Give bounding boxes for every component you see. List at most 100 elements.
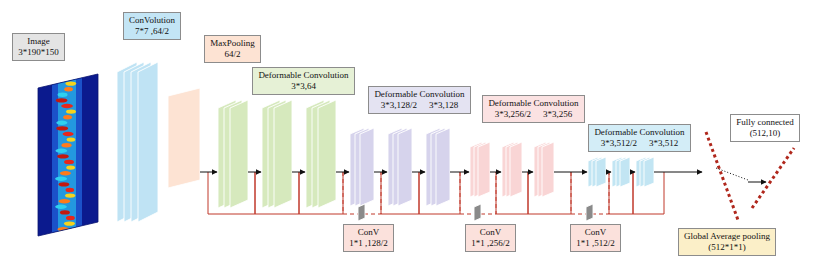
flow-line xyxy=(630,172,633,173)
flow-arrow xyxy=(381,172,387,173)
flow-arrow xyxy=(528,172,533,173)
flow-arrow xyxy=(496,172,501,173)
layer-label: ConVolution7*7 ,64/2 xyxy=(123,12,181,40)
identity-shortcut xyxy=(299,172,343,214)
feature-map xyxy=(644,157,654,187)
heatmap-spot xyxy=(60,210,70,214)
layer-params: 3*3,128 xyxy=(429,100,458,111)
layer-stacks xyxy=(117,62,654,222)
layer-name: MaxPooling xyxy=(210,38,255,49)
input-heatmap xyxy=(38,70,100,240)
heatmap-spot xyxy=(65,81,76,85)
layer-params: 3*190*150 xyxy=(18,47,59,58)
label-row: 3*3,256/2 3*3,256 xyxy=(487,109,580,120)
layer-label: Global Average pooling(512*1*1) xyxy=(678,228,776,256)
label-row: ConV xyxy=(575,227,616,238)
heatmap-spot xyxy=(61,104,73,108)
wires xyxy=(200,132,794,221)
layer-name: Deformable Convolution xyxy=(488,98,578,109)
label-row: (512*1*1) xyxy=(683,242,771,253)
flow-arrow xyxy=(609,172,611,173)
heatmap-spot xyxy=(66,216,75,220)
layer-name: Deformable Convolution xyxy=(594,127,684,138)
flow-arrow xyxy=(419,172,425,173)
heatmap-spot xyxy=(55,205,67,209)
flow-line xyxy=(412,172,419,173)
layer-label: Deformable Convolution3*3,512/2 3*3,512 xyxy=(588,124,691,152)
flow-line xyxy=(450,172,460,173)
layer-params: 1*1 ,128/2 xyxy=(349,238,388,249)
heatmap-frame xyxy=(38,74,98,236)
flow-arrow xyxy=(633,172,635,173)
feature-map xyxy=(474,204,481,221)
label-row: 1*1 ,256/2 xyxy=(470,238,511,249)
flow-arrow xyxy=(748,182,766,183)
label-row: ConV xyxy=(348,227,389,238)
heatmap-spot xyxy=(57,154,69,158)
feature-map xyxy=(398,128,412,206)
identity-shortcut xyxy=(381,172,419,214)
flow-arrow xyxy=(571,172,587,173)
heatmap-spot xyxy=(63,115,72,119)
flow-arrow xyxy=(200,172,217,173)
heatmap-spot xyxy=(67,137,76,141)
feature-map xyxy=(230,100,248,208)
feature-map xyxy=(138,62,158,222)
heatmap-spot xyxy=(55,149,67,153)
identity-shortcut xyxy=(496,172,528,214)
flow-line xyxy=(248,172,255,173)
layer-params: 3*3,256/2 xyxy=(495,109,531,120)
label-row: Global Average pooling xyxy=(683,231,771,242)
layer-params: 3*3,512/2 xyxy=(601,138,637,149)
layer-name: ConV xyxy=(480,227,502,238)
input-label: Image3*190*150 xyxy=(12,33,65,61)
heatmap-spot xyxy=(64,87,73,91)
layer-name: Fully connected xyxy=(736,117,794,128)
feature-map xyxy=(436,128,450,206)
heatmap-spot xyxy=(65,193,75,197)
heatmap-spot xyxy=(58,182,69,186)
label-row: 3*3,128/2 3*3,128 xyxy=(373,100,466,111)
identity-shortcut xyxy=(255,172,299,214)
flow-arrow xyxy=(460,172,469,173)
layer-label: Deformable Convolution3*3,64 xyxy=(252,67,355,95)
shortcut-conv xyxy=(474,204,481,221)
label-row: Deformable Convolution xyxy=(487,98,580,109)
heatmap-spot xyxy=(64,160,74,164)
layer-name: ConV xyxy=(358,227,380,238)
heatmap-spot xyxy=(64,221,75,225)
label-row: 1*1 ,128/2 xyxy=(348,238,389,249)
heatmap-spot xyxy=(58,93,68,97)
heatmap-spot xyxy=(66,165,75,169)
flow-arrow xyxy=(299,172,305,173)
flow-line xyxy=(522,172,528,173)
label-row: 3*190*150 xyxy=(17,47,60,58)
layer-params: (512*1*1) xyxy=(708,242,746,253)
feature-map xyxy=(510,142,522,197)
shortcut-label: ConV1*1 ,512/2 xyxy=(570,224,621,252)
layer-params: 3*3,256 xyxy=(543,109,572,120)
feature-map xyxy=(168,88,200,188)
layer-params: 7*7 ,64/2 xyxy=(135,26,169,37)
layer-params: 1*1 ,512/2 xyxy=(576,238,615,249)
feature-map xyxy=(620,157,630,187)
layer-params: 3*3,512 xyxy=(649,138,678,149)
pooled-vector xyxy=(706,132,738,220)
shortcut-conv xyxy=(586,204,593,221)
feature-map xyxy=(318,100,336,208)
layer-params: 3*3,128/2 xyxy=(381,100,417,111)
label-row: Deformable Convolution xyxy=(593,127,686,138)
label-row: MaxPooling xyxy=(209,38,256,49)
label-row: 64/2 xyxy=(209,49,256,60)
heatmap-spot xyxy=(66,188,75,192)
heatmap-band xyxy=(58,70,76,240)
heatmap-spot xyxy=(66,109,76,113)
shortcut-label: ConV1*1 ,128/2 xyxy=(343,224,394,252)
heatmap-spot xyxy=(55,177,67,181)
heatmap-band xyxy=(52,70,82,240)
heatmap-spot xyxy=(62,143,72,147)
label-row: 1*1 ,512/2 xyxy=(575,238,616,249)
label-row: Deformable Convolution xyxy=(373,89,466,100)
feature-map xyxy=(358,204,365,221)
